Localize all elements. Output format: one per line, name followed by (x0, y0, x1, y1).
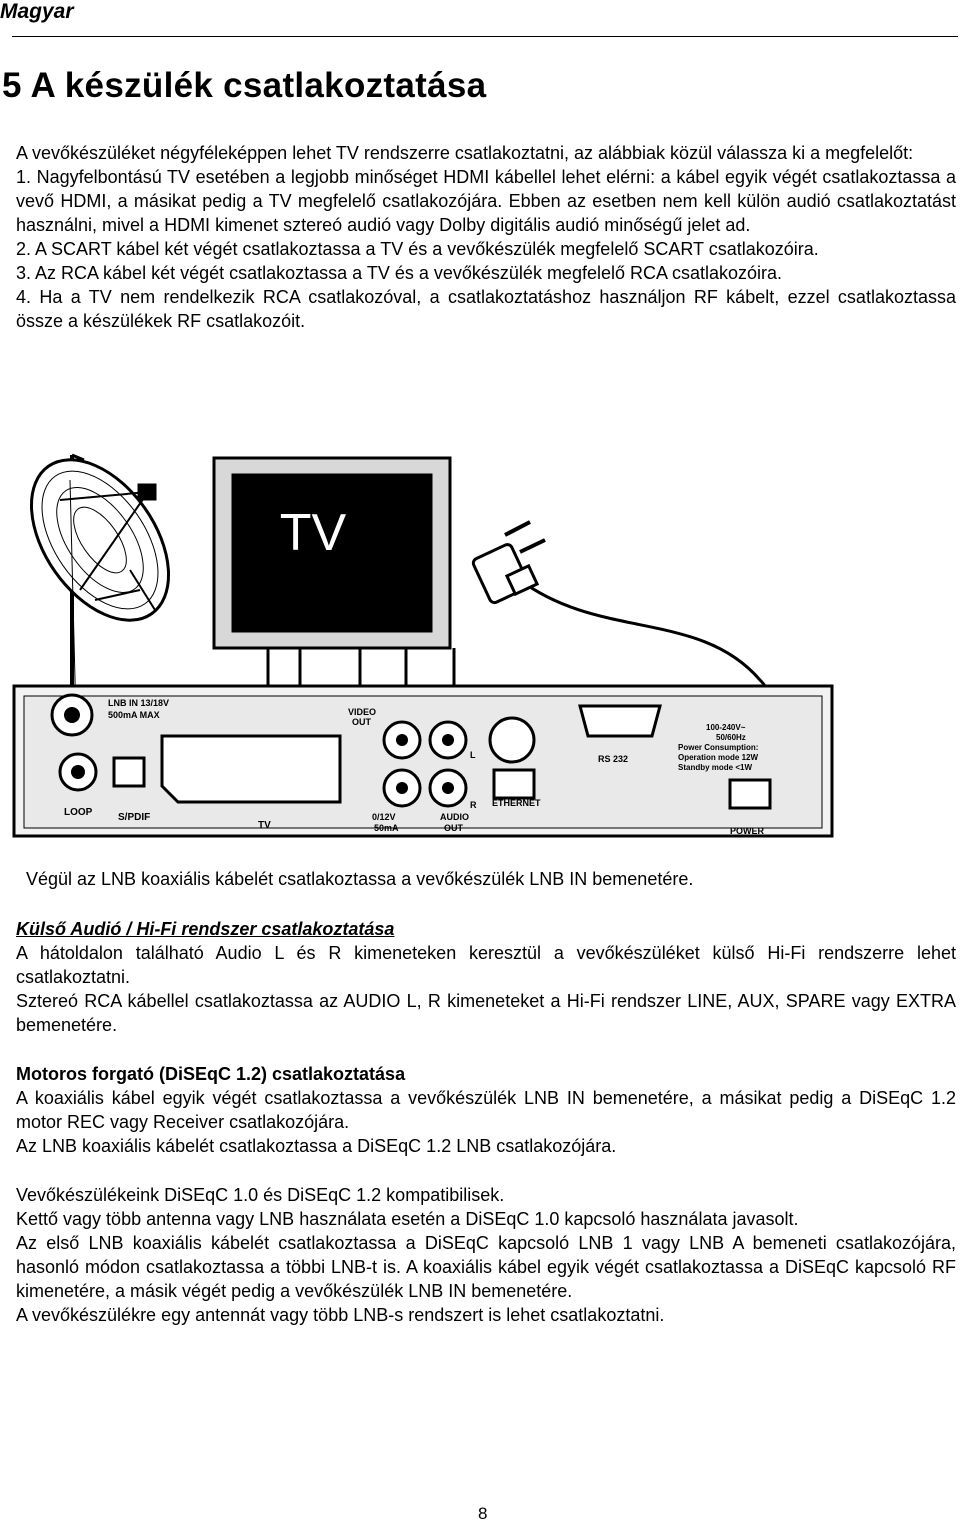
header-language: Magyar (0, 0, 74, 23)
compat-paragraph-4: A vevőkészülékre egy antennát vagy több … (16, 1305, 665, 1325)
audio-r-label: R (470, 800, 477, 810)
lnb-label: LNB IN 13/18V (108, 698, 169, 708)
compat-paragraph-2: Kettő vagy több antenna vagy LNB használ… (16, 1209, 799, 1229)
tv-scart-label: TV (258, 820, 271, 831)
receiver-back-panel (12, 684, 834, 838)
intro-paragraph: A vevőkészüléket négyféleképpen lehet TV… (16, 143, 914, 163)
video-out-label: VIDEO (348, 707, 376, 717)
audio-out-label-2: OUT (444, 823, 464, 833)
power-socket (728, 778, 772, 810)
page-number: 8 (478, 1504, 488, 1523)
spec-line-3: Power Consumption: (678, 743, 758, 752)
compat-paragraph-3: Az első LNB koaxiális kábelét csatlakozt… (16, 1233, 956, 1301)
list-item-scart: 2. A SCART kábel két végét csatlakoztass… (16, 239, 819, 259)
motor-paragraph-2: Az LNB koaxiális kábelét csatlakoztassa … (16, 1136, 617, 1156)
list-item-rca: 3. Az RCA kábel két végét csatlakoztassa… (16, 263, 783, 283)
chapter-title: 5 A készülék csatlakoztatása (2, 66, 487, 105)
motor-paragraph-1: A koaxiális kábel egyik végét csatlakozt… (16, 1088, 956, 1132)
motor-heading: Motoros forgató (DiSEqC 1.2) csatlakozta… (16, 1064, 406, 1084)
tv-set-icon (212, 456, 452, 650)
lnb-in-connector (50, 693, 94, 737)
list-item-hdmi: 1. Nagyfelbontású TV esetében a legjobb … (16, 167, 956, 235)
hifi-paragraph-2: Sztereó RCA kábellel csatlakoztassa az A… (16, 991, 956, 1035)
audio-l-label: L (470, 750, 476, 760)
compat-section: Vevőkészülékeink DiSEqC 1.0 és DiSEqC 1.… (16, 1183, 956, 1327)
tv-scart-connector (160, 734, 342, 804)
dc-label: 0/12V (372, 812, 396, 822)
hifi-paragraph-1: A hátoldalon található Audio L és R kime… (16, 943, 956, 987)
spec-line-4: Operation mode 12W (678, 753, 758, 762)
rs232-connector (578, 704, 662, 738)
connection-diagram: TV LNB IN 13/18V 500mA MAX LOOP S/PDIF T… (12, 453, 834, 838)
compat-paragraph-1: Vevőkészülékeink DiSEqC 1.0 és DiSEqC 1.… (16, 1185, 505, 1205)
satellite-dish-icon (29, 453, 171, 740)
motor-section: Motoros forgató (DiSEqC 1.2) csatlakozta… (16, 1062, 956, 1158)
spdif-connector (112, 756, 146, 788)
spec-line-2: 50/60Hz (716, 733, 746, 742)
power-plug-icon (471, 520, 546, 605)
hifi-heading-text: Külső Audió / Hi-Fi rendszer csatlakozta… (16, 919, 395, 939)
intro-section: A vevőkészüléket négyféleképpen lehet TV… (16, 141, 956, 333)
round-connector (488, 716, 536, 764)
loop-label: LOOP (64, 807, 93, 818)
video-out-label-2: OUT (352, 717, 372, 727)
diagram-caption: Végül az LNB koaxiális kábelét csatlakoz… (26, 869, 694, 889)
spdif-label: S/PDIF (118, 812, 150, 823)
hifi-heading: Külső Audió / Hi-Fi rendszer csatlakozta… (16, 917, 956, 941)
spec-line-5: Standby mode <1W (678, 763, 752, 772)
ethernet-connector (492, 768, 536, 800)
hifi-section: Külső Audió / Hi-Fi rendszer csatlakozta… (16, 917, 956, 1037)
rs232-label: RS 232 (598, 754, 628, 764)
tv-label: TV (280, 504, 347, 562)
audio-out-label: AUDIO (440, 812, 469, 822)
dc-sub-label: 50mA (374, 823, 399, 833)
power-label: POWER (730, 826, 765, 836)
header-divider (12, 36, 958, 37)
rca-connectors (382, 720, 468, 808)
list-item-rf: 4. Ha a TV nem rendelkezik RCA csatlakoz… (16, 287, 956, 331)
spec-line-1: 100-240V~ (706, 723, 746, 732)
lnb-sub-label: 500mA MAX (108, 710, 160, 720)
loop-connector (58, 752, 98, 792)
ethernet-label: ETHERNET (492, 798, 541, 808)
